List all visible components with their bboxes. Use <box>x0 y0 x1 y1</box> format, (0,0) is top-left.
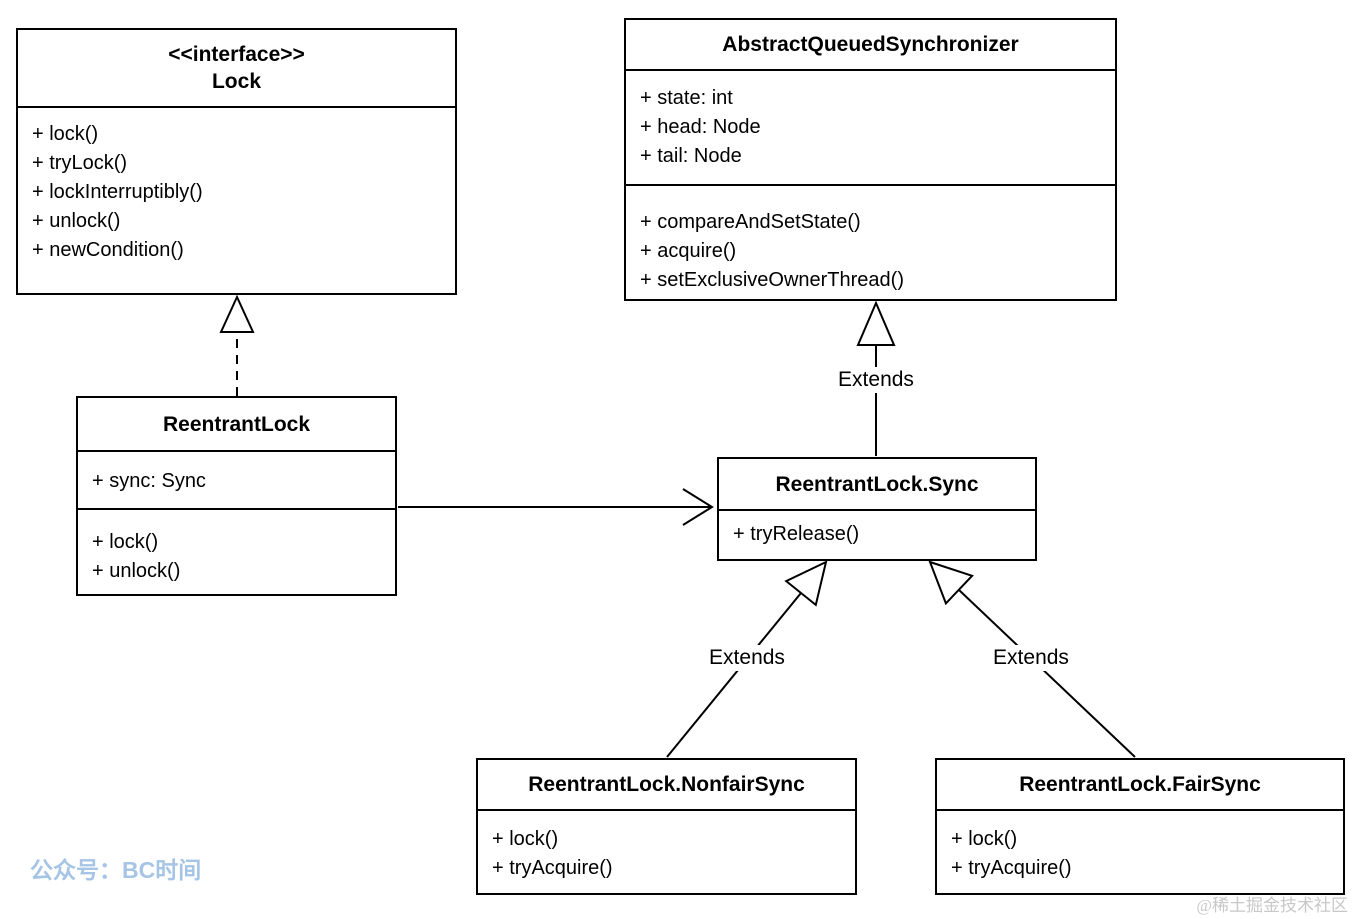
member-line: + unlock() <box>32 210 121 232</box>
fields-section-reentrantlock: + sync: Sync <box>78 450 395 508</box>
methods-section-aqs: + compareAndSetState() + acquire() + setEx… <box>626 184 1115 299</box>
extends-label-sync-aqs: Extends <box>833 367 919 393</box>
member-line: + lock() <box>951 828 1018 850</box>
methods-section-reentrantlock: + lock() + unlock() <box>78 508 395 594</box>
class-name-lock: Lock <box>211 70 261 93</box>
class-box-lock: <<interface>> Lock + lock()+ tryLock()+ … <box>16 28 457 295</box>
member-line: + state: int <box>640 87 733 109</box>
class-name-reentrantlock: ReentrantLock <box>162 412 311 436</box>
member-line: + lock() <box>492 828 559 850</box>
member-line: + compareAndSetState() <box>640 211 861 233</box>
member-line: + tryRelease() <box>733 523 860 545</box>
class-box-sync: ReentrantLock.Sync + tryRelease() <box>717 457 1037 561</box>
member-line: + lock() <box>32 123 99 145</box>
class-title-nonfairsync: ReentrantLock.NonfairSync <box>478 760 855 809</box>
member-line: + tryAcquire() <box>492 857 613 879</box>
wechat-account-label: 公众号：BC时间 <box>30 857 202 883</box>
member-line: + newCondition() <box>32 239 184 261</box>
class-title-lock: <<interface>> Lock <box>18 30 455 106</box>
class-box-reentrantlock: ReentrantLock + sync: Sync + lock() + unl… <box>76 396 397 596</box>
class-title-reentrantlock: ReentrantLock <box>78 398 395 450</box>
class-title-fairsync: ReentrantLock.FairSync <box>937 760 1343 809</box>
association-arrow-reentrantlock-to-sync <box>398 488 714 526</box>
class-box-fairsync: ReentrantLock.FairSync + lock() + tryAcqu… <box>935 758 1345 895</box>
member-line: + unlock() <box>92 560 181 582</box>
stereotype-label: <<interface>> <box>168 43 305 66</box>
class-title-sync: ReentrantLock.Sync <box>719 459 1035 509</box>
member-line: + head: Node <box>640 116 761 138</box>
class-name-sync: ReentrantLock.Sync <box>775 472 979 496</box>
juejin-watermark: @稀土掘金技术社区 <box>1196 896 1348 915</box>
extends-label-nonfairsync: Extends <box>704 645 790 671</box>
methods-section-nonfairsync: + lock() + tryAcquire() <box>478 809 855 893</box>
class-title-aqs: AbstractQueuedSynchronizer <box>626 20 1115 69</box>
member-line: + tail: Node <box>640 145 742 167</box>
class-name-aqs: AbstractQueuedSynchronizer <box>722 33 1019 56</box>
methods-section-sync: + tryRelease() <box>719 509 1035 559</box>
class-box-aqs: AbstractQueuedSynchronizer + state: int+… <box>624 18 1117 301</box>
realization-arrow-reentrantlock-to-lock <box>219 294 255 396</box>
member-line: + tryAcquire() <box>951 857 1072 879</box>
member-line: + sync: Sync <box>92 470 206 492</box>
member-line: + tryLock() <box>32 152 128 174</box>
member-line: + setExclusiveOwnerThread() <box>640 269 904 291</box>
fields-section-aqs: + state: int + head: Node + tail: Node <box>626 69 1115 184</box>
member-line: + acquire() <box>640 240 737 262</box>
class-box-nonfairsync: ReentrantLock.NonfairSync + lock() + tryA… <box>476 758 857 895</box>
member-line: + lockInterruptibly() <box>32 181 203 203</box>
class-name-nonfairsync: ReentrantLock.NonfairSync <box>528 773 805 796</box>
extends-label-fairsync: Extends <box>988 645 1074 671</box>
class-name-fairsync: ReentrantLock.FairSync <box>1019 773 1261 796</box>
member-line: + lock() <box>92 531 159 553</box>
methods-section-fairsync: + lock() + tryAcquire() <box>937 809 1343 893</box>
methods-section-lock: + lock() + tryLock() + lockInterruptibly()… <box>18 106 455 293</box>
